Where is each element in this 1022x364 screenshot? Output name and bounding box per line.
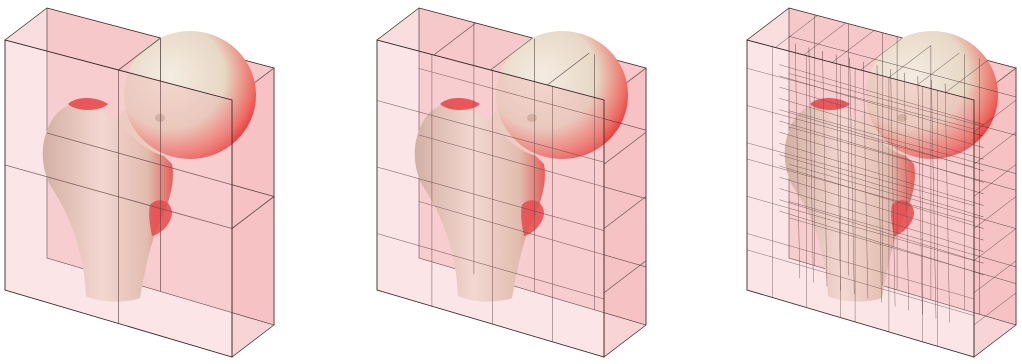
bone-octree-level-1: [0, 0, 290, 364]
bone-octree-level-2: [372, 0, 662, 364]
bone-octree-level-3: [742, 0, 1022, 364]
panel-fine-subdivision: [750, 0, 1022, 364]
panel-medium-subdivision: [372, 0, 662, 364]
panel-coarse-subdivision: [0, 0, 290, 364]
